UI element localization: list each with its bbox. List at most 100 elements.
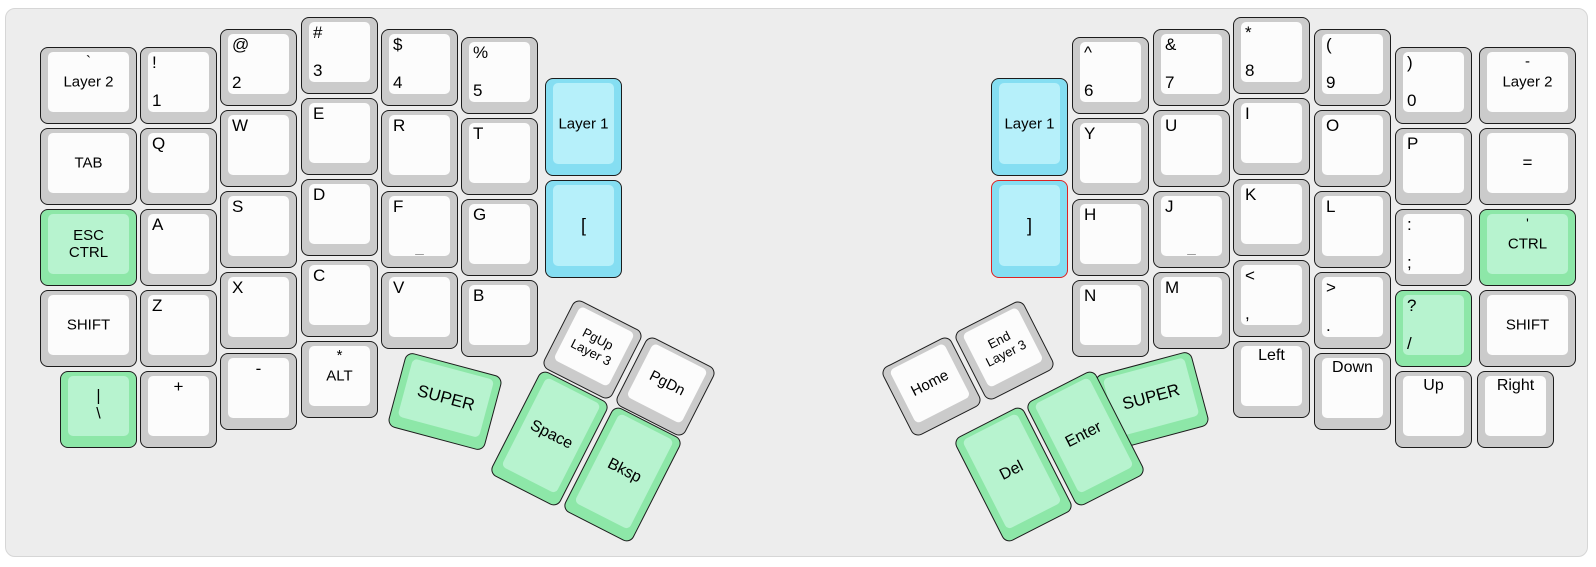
key-d[interactable]: D xyxy=(301,179,378,256)
key-tab[interactable]: TAB xyxy=(40,128,137,205)
key-layer1-left[interactable]: Layer 1 xyxy=(545,78,622,176)
key-n[interactable]: N xyxy=(1072,280,1149,357)
key-lparen-9[interactable]: (9 xyxy=(1314,29,1391,106)
key-greaterthan-period[interactable]: >. xyxy=(1314,272,1391,349)
key-legend-bottom-left: 4 xyxy=(393,73,403,93)
key-legend-top-left: @ xyxy=(232,35,250,54)
key-a[interactable]: A xyxy=(140,209,217,286)
key-u[interactable]: U xyxy=(1153,110,1230,187)
key-shift-left[interactable]: SHIFT xyxy=(40,290,137,367)
key-legend-top-left: D xyxy=(313,185,326,204)
key-plus[interactable]: + xyxy=(140,371,217,448)
key-minus[interactable]: - xyxy=(220,353,297,430)
key-minus-layer2[interactable]: -Layer 2 xyxy=(1479,47,1576,124)
keytop-v: V xyxy=(389,277,450,337)
keytop-minus-layer2: -Layer 2 xyxy=(1487,52,1568,112)
key-legend-top-left: * xyxy=(1245,23,1252,42)
key-quote-ctrl[interactable]: 'CTRL xyxy=(1479,209,1576,286)
key-legend-top-left: S xyxy=(232,197,244,216)
keytop-shift-left: SHIFT xyxy=(48,295,129,355)
keytop-arrow-left: Left xyxy=(1241,346,1302,406)
key-ampersand-7[interactable]: &7 xyxy=(1153,29,1230,106)
key-g[interactable]: G xyxy=(461,199,538,276)
keytop-h: H xyxy=(1080,204,1141,264)
key-j[interactable]: J_ xyxy=(1153,191,1230,268)
keytop-arrow-up: Up xyxy=(1403,376,1464,436)
key-legend-top-left: Y xyxy=(1084,124,1096,143)
key-legend-top-center: + xyxy=(173,377,184,396)
key-percent-5[interactable]: %5 xyxy=(461,37,538,114)
key-y[interactable]: Y xyxy=(1072,118,1149,195)
key-rparen-0[interactable]: )0 xyxy=(1395,47,1472,124)
keytop-c: C xyxy=(309,265,370,325)
key-legend-top-left: G xyxy=(473,205,487,224)
key-q[interactable]: Q xyxy=(140,128,217,205)
key-b[interactable]: B xyxy=(461,280,538,357)
key-lessthan-comma[interactable]: <, xyxy=(1233,260,1310,337)
key-legend-top-left: : xyxy=(1407,215,1412,234)
key-arrow-right[interactable]: Right xyxy=(1477,371,1554,448)
key-layer1-right[interactable]: Layer 1 xyxy=(991,78,1068,176)
keytop-left-bracket: [ xyxy=(553,185,614,266)
key-asterisk-8[interactable]: *8 xyxy=(1233,17,1310,94)
key-pipe-backslash[interactable]: | \ xyxy=(60,371,137,448)
key-t[interactable]: T xyxy=(461,118,538,195)
key-legend-top-left: ^ xyxy=(1084,43,1092,62)
key-at-2[interactable]: @2 xyxy=(220,29,297,106)
keytop-b: B xyxy=(469,285,530,345)
key-legend-top-left: ? xyxy=(1407,296,1417,315)
key-x[interactable]: X xyxy=(220,272,297,349)
key-legend-center: | \ xyxy=(96,387,101,423)
key-legend-top-left: U xyxy=(1165,116,1178,135)
key-o[interactable]: O xyxy=(1314,110,1391,187)
key-legend-center: Enter xyxy=(1062,418,1104,451)
key-layer2-left[interactable]: `Layer 2 xyxy=(40,47,137,124)
key-question-slash[interactable]: ?/ xyxy=(1395,290,1472,367)
key-legend-bottom-left: 6 xyxy=(1084,81,1094,101)
key-dollar-4[interactable]: $4 xyxy=(381,29,458,106)
key-star-alt[interactable]: *ALT xyxy=(301,341,378,418)
key-legend-top-left: X xyxy=(232,278,244,297)
key-legend-bottom-left: 2 xyxy=(232,73,242,93)
key-m[interactable]: M xyxy=(1153,272,1230,349)
key-c[interactable]: C xyxy=(301,260,378,337)
key-arrow-left[interactable]: Left xyxy=(1233,341,1310,418)
key-i[interactable]: I xyxy=(1233,98,1310,175)
key-h[interactable]: H xyxy=(1072,199,1149,276)
key-e[interactable]: E xyxy=(301,98,378,175)
key-s[interactable]: S xyxy=(220,191,297,268)
keytop-q: Q xyxy=(148,133,209,193)
key-caret-6[interactable]: ^6 xyxy=(1072,37,1149,114)
key-z[interactable]: Z xyxy=(140,290,217,367)
key-f[interactable]: F_ xyxy=(381,191,458,268)
key-arrow-up[interactable]: Up xyxy=(1395,371,1472,448)
key-equals[interactable]: = xyxy=(1479,128,1576,205)
keytop-plus: + xyxy=(148,376,209,436)
key-legend-top-left: A xyxy=(152,215,164,234)
key-legend-top-left: ) xyxy=(1407,53,1413,72)
key-legend-top-center: ` xyxy=(86,53,91,70)
key-legend-center: ESC CTRL xyxy=(68,226,109,261)
keytop-r: R xyxy=(389,115,450,175)
key-legend-center: ALT xyxy=(326,367,353,385)
key-hash-3[interactable]: #3 xyxy=(301,17,378,94)
key-legend-top-left: C xyxy=(313,266,326,285)
key-right-bracket[interactable]: ] xyxy=(991,180,1068,278)
key-legend-center: PgDn xyxy=(646,366,688,399)
keytop-i: I xyxy=(1241,103,1302,163)
key-r[interactable]: R xyxy=(381,110,458,187)
key-w[interactable]: W xyxy=(220,110,297,187)
key-k[interactable]: K xyxy=(1233,179,1310,256)
key-legend-top-left: W xyxy=(232,116,249,135)
key-shift-right[interactable]: SHIFT xyxy=(1479,290,1576,367)
key-p[interactable]: P xyxy=(1395,128,1472,205)
key-esc-ctrl[interactable]: ESC CTRL xyxy=(40,209,137,286)
key-l[interactable]: L xyxy=(1314,191,1391,268)
key-exclamation-1[interactable]: !1 xyxy=(140,47,217,124)
key-arrow-down[interactable]: Down xyxy=(1314,353,1391,430)
key-colon-semicolon[interactable]: :; xyxy=(1395,209,1472,286)
key-left-bracket[interactable]: [ xyxy=(545,180,622,278)
keytop-arrow-down: Down xyxy=(1322,358,1383,418)
key-legend-center: Layer 1 xyxy=(558,114,609,132)
key-v[interactable]: V xyxy=(381,272,458,349)
